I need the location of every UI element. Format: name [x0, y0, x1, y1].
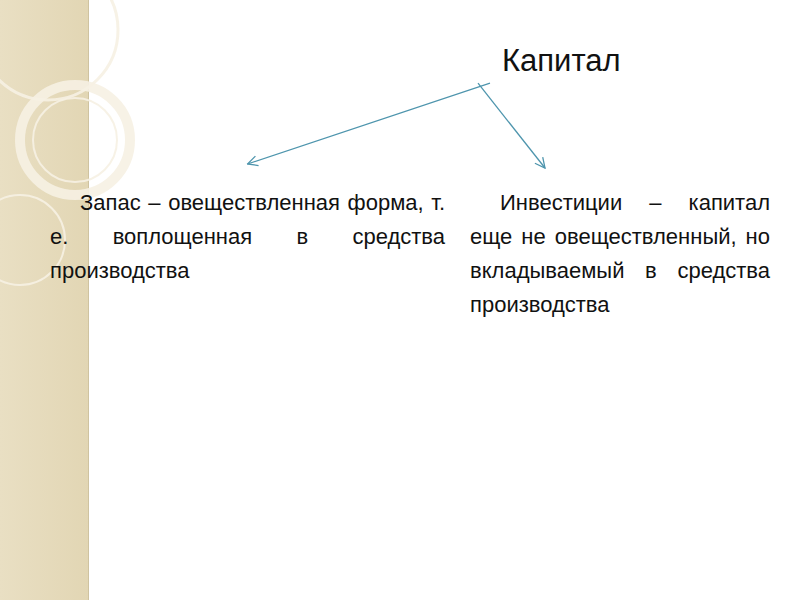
body-text: Запас – овеществленная форма, т. е. вопл…	[50, 186, 445, 288]
arrow-connector	[248, 83, 491, 164]
arrow-connector	[478, 83, 545, 168]
text-block: Запас – овеществленная форма, т. е. вопл…	[50, 186, 445, 288]
body-text: Инвестиции – капитал еще не овеществленн…	[470, 186, 770, 322]
heading-text: Капитал	[498, 40, 625, 81]
heading-node: Капитал	[498, 40, 625, 81]
text-block: Инвестиции – капитал еще не овеществленн…	[470, 186, 770, 322]
